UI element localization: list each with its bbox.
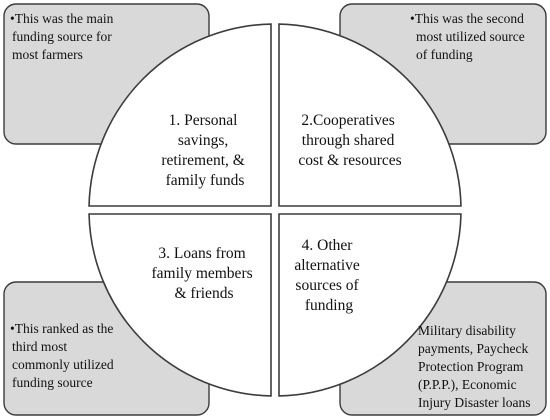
quadrant-label-line: through shared bbox=[302, 132, 395, 149]
quadrant-label-line: sources of bbox=[295, 277, 359, 294]
note-line: most utilized source bbox=[416, 29, 525, 44]
note-line: commonly utilized bbox=[12, 357, 114, 372]
quadrant-label-line: funding bbox=[305, 297, 353, 314]
quadrant-label-line: savings, bbox=[178, 132, 228, 149]
quadrant-label-line: family funds bbox=[166, 172, 245, 189]
note-text-bottom-right: Military disability payments, Paycheck P… bbox=[418, 323, 532, 410]
quadrant-label-4: 4. Other alternative sources of funding bbox=[294, 237, 363, 314]
quadrant-label-3: 3. Loans from family members & friends bbox=[151, 245, 256, 302]
quadrant-label-line: cost & resources bbox=[298, 152, 401, 169]
note-line: •This was the main bbox=[10, 11, 114, 26]
quadrant-label-line: family members bbox=[151, 265, 252, 282]
quadrant-label-1: 1. Personal savings, retirement, & famil… bbox=[161, 112, 248, 189]
note-line: third most bbox=[12, 339, 67, 354]
note-line: Protection Program bbox=[418, 359, 524, 374]
note-line: Military disability bbox=[418, 323, 516, 338]
note-text-top-left: •This was the main funding source for mo… bbox=[10, 11, 117, 62]
note-line: funding source for bbox=[12, 29, 112, 44]
note-line: payments, Paycheck bbox=[418, 341, 528, 356]
quadrant-top-left bbox=[88, 23, 272, 207]
quadrant-bottom-right bbox=[278, 213, 462, 397]
quadrant-label-line: & friends bbox=[175, 285, 234, 302]
note-line: (P.P.P.), Economic bbox=[418, 377, 517, 392]
quadrant-label-line: alternative bbox=[294, 257, 360, 274]
quadrant-label-line: 3. Loans from bbox=[158, 245, 245, 262]
note-line: •This ranked as the bbox=[10, 321, 113, 336]
note-text-top-right: •This was the second most utilized sourc… bbox=[410, 11, 528, 62]
quadrant-label-2: 2.Cooperatives through shared cost & res… bbox=[298, 112, 401, 169]
note-line: •This was the second bbox=[410, 11, 524, 26]
note-line: most farmers bbox=[12, 47, 83, 62]
note-line: of funding bbox=[416, 47, 473, 62]
note-text-bottom-left: •This ranked as the third most commonly … bbox=[10, 321, 117, 390]
quadrant-label-line: 4. Other bbox=[302, 237, 354, 254]
quadrant-label-line: 2.Cooperatives bbox=[301, 112, 394, 129]
quadrant-label-line: 1. Personal bbox=[169, 112, 238, 129]
note-line: Injury Disaster loans bbox=[418, 395, 530, 410]
quadrant-bottom-left bbox=[88, 213, 272, 397]
quadrant-label-line: retirement, & bbox=[161, 152, 245, 169]
quadrant-top-right bbox=[278, 23, 462, 207]
note-line: funding source bbox=[12, 375, 93, 390]
